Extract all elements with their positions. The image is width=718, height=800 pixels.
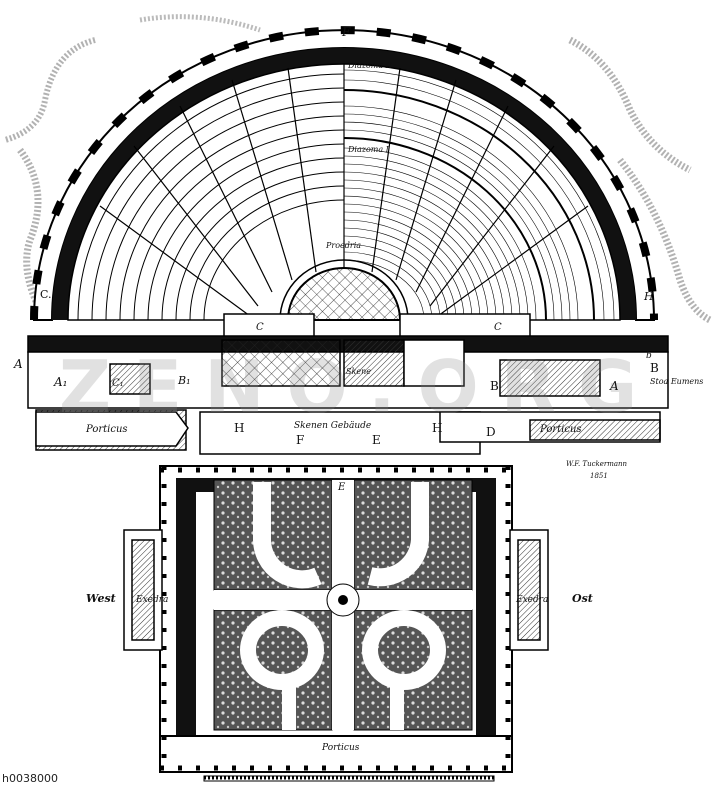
outer-wall: [30, 26, 658, 321]
label-diazoma-1: Diazoma I: [347, 145, 390, 154]
stage-building: [27, 313, 669, 455]
image-id: h0038000: [2, 772, 58, 785]
label-C1: C₁: [112, 378, 124, 389]
label-b-small: b: [646, 351, 652, 361]
label-porticus-bottom: Porticus: [321, 743, 360, 753]
label-skene: Skene: [346, 367, 371, 376]
label-E-garden: E: [337, 482, 346, 493]
label-diazoma-2: Diazoma II: [347, 61, 393, 70]
orchestra: [279, 259, 409, 321]
label-H-mid: H: [432, 421, 442, 435]
label-C-left: C.: [40, 288, 52, 301]
label-C-orch-right: C: [494, 322, 502, 333]
label-B-right: B: [650, 361, 659, 375]
label-F-mid: F: [296, 433, 304, 447]
label-H-left: H: [234, 421, 244, 435]
label-skenen-gebaeude: Skenen Gebäude: [294, 421, 371, 431]
label-porticus-left: Porticus: [85, 424, 128, 435]
label-D: D: [486, 425, 496, 439]
label-C-orch-left: C: [256, 322, 264, 333]
scale-bar: [203, 775, 495, 782]
label-year: 1851: [590, 472, 608, 480]
label-A-right: A: [609, 379, 619, 393]
label-A-left: A: [13, 357, 23, 371]
label-H-right: H: [643, 290, 654, 303]
cavea: [67, 63, 621, 321]
label-proedria: Proedria: [325, 241, 361, 250]
label-exedra-right: Exedra: [515, 595, 548, 605]
labels: F Diazoma II Diazoma I Proedria C. H C C…: [13, 25, 703, 753]
watermark: ZENO.ORG: [59, 345, 659, 429]
label-west: West: [86, 592, 116, 605]
label-B-mid: B: [490, 379, 499, 393]
label-F-top: F: [341, 25, 351, 39]
garden-court: [159, 465, 513, 773]
label-signature: W.F. Tuckermann: [566, 460, 628, 468]
label-B1: B₁: [177, 374, 191, 387]
label-stoa-eumenes: Stoa Eumens: [650, 377, 703, 386]
label-porticus-right: Porticus: [539, 424, 582, 435]
label-A1: A₁: [53, 375, 67, 389]
label-E-mid: E: [372, 433, 381, 447]
label-exedra-left: Exedra: [135, 595, 168, 605]
label-ost: Ost: [572, 592, 593, 605]
exedrae: [123, 529, 549, 651]
hill-hatching: [4, 14, 712, 324]
